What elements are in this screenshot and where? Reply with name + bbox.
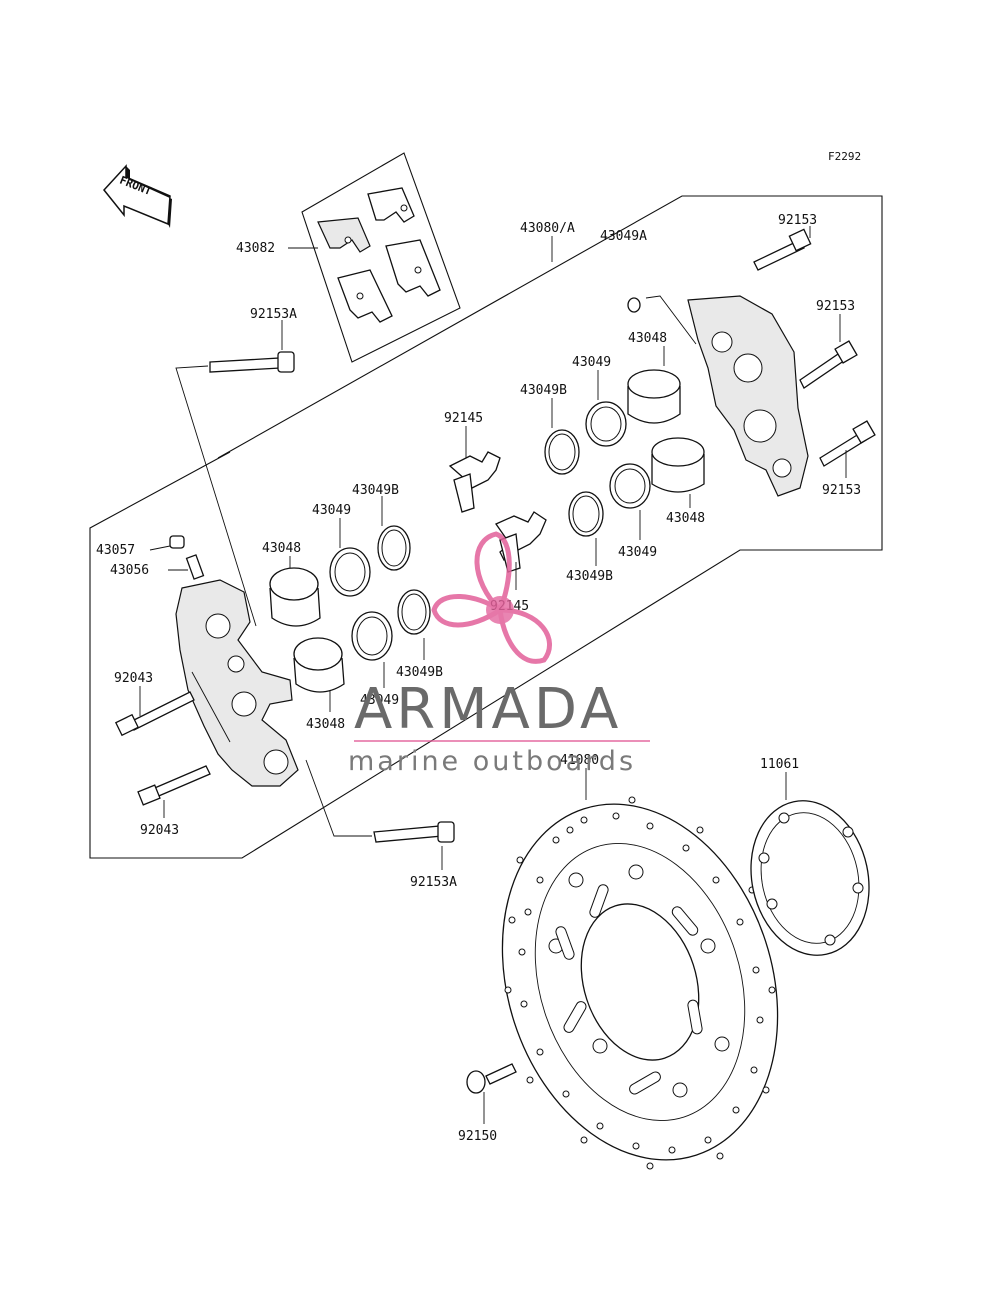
label-43049b-l1: 43049B	[352, 483, 399, 498]
label-43049b-r2: 43049B	[566, 569, 613, 584]
assembly-frame-right	[89, 195, 883, 859]
label-92153-2: 92153	[816, 299, 855, 314]
disc-gasket-11061	[750, 800, 870, 956]
label-92153a-bottom: 92153A	[410, 875, 457, 890]
washer-43049a	[627, 297, 641, 313]
brake-disc-41080	[501, 796, 779, 1170]
label-43048-l1: 43048	[262, 541, 301, 556]
label-92043-1: 92043	[114, 671, 153, 686]
label-43049-l2: 43049	[360, 693, 399, 708]
label-92145-1: 92145	[444, 411, 483, 426]
bolt-92153-3	[819, 420, 876, 467]
bolt-92153-2	[799, 340, 858, 389]
label-43048-l2: 43048	[306, 717, 345, 732]
ref-code: F2292	[828, 150, 861, 163]
label-92153-1: 92153	[778, 213, 817, 228]
piston-43048-l1	[269, 567, 321, 627]
watermark: ARMADA marine outboards	[348, 531, 650, 777]
bleeder-valve-43056	[185, 554, 205, 580]
bolt-92153a-bottom	[373, 821, 455, 843]
piston-43048-r2	[651, 437, 705, 493]
disc-vent-holes	[504, 796, 776, 1170]
label-41080: 41080	[560, 753, 599, 768]
bolt-92153a-top	[209, 351, 295, 373]
label-92153a-top: 92153A	[250, 307, 297, 322]
bolt-92043-2	[137, 765, 211, 806]
label-43082: 43082	[236, 241, 275, 256]
bolt-92043-1	[114, 691, 195, 737]
propeller-logo-icon	[431, 531, 552, 664]
piston-43048-l2	[293, 637, 345, 693]
brake-pads-43082	[301, 152, 461, 363]
label-43049b-r1: 43049B	[520, 383, 567, 398]
label-43056: 43056	[110, 563, 149, 578]
disc-slots	[555, 884, 703, 1095]
pad-spring-92145-1	[448, 451, 501, 513]
label-43049b-l2: 43049B	[396, 665, 443, 680]
label-11061: 11061	[760, 757, 799, 772]
label-43049-r1: 43049	[572, 355, 611, 370]
label-43049a: 43049A	[600, 229, 647, 244]
label-43057: 43057	[96, 543, 135, 558]
bleeder-cap-43057	[169, 535, 185, 549]
front-arrow-icon: FRONT	[103, 164, 172, 228]
label-43048-r1: 43048	[628, 331, 667, 346]
label-43080a: 43080/A	[520, 221, 575, 236]
label-43048-r2: 43048	[666, 511, 705, 526]
caliper-right	[687, 295, 809, 497]
disc-screw-92150	[466, 1063, 517, 1094]
caliper-left	[175, 579, 299, 787]
label-92153-3: 92153	[822, 483, 861, 498]
watermark-brand: ARMADA	[354, 677, 622, 742]
label-43049-l1: 43049	[312, 503, 351, 518]
label-92043-2: 92043	[140, 823, 179, 838]
watermark-tagline: marine outboards	[348, 746, 636, 777]
label-43049-r2: 43049	[618, 545, 657, 560]
bolt-92153-1	[753, 228, 812, 271]
piston-43048-r1	[627, 369, 681, 424]
label-92150: 92150	[458, 1129, 497, 1144]
